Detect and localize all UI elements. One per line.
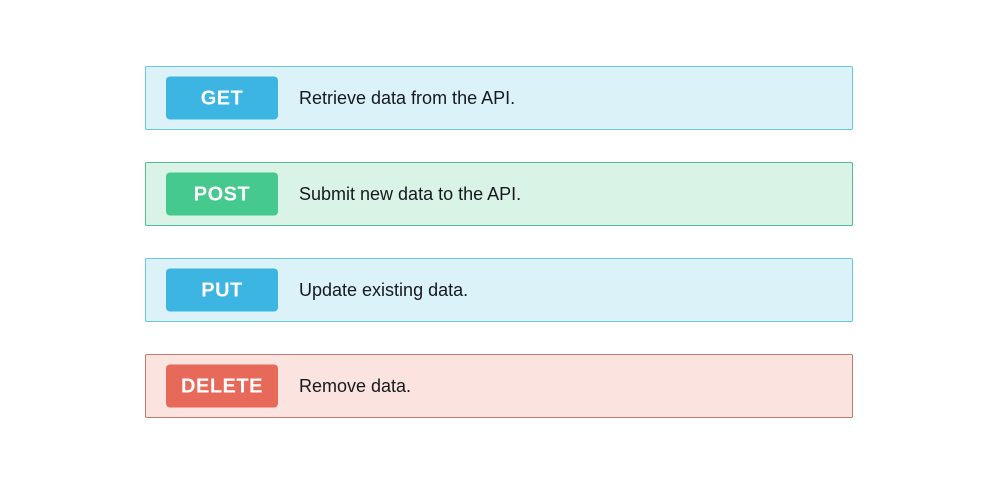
method-description-delete: Remove data. bbox=[299, 376, 412, 396]
method-badge-get: GET bbox=[166, 76, 278, 120]
method-badge-delete: DELETE bbox=[166, 364, 278, 408]
method-row-put: PUT Update existing data. bbox=[145, 258, 853, 322]
method-row-post: POST Submit new data to the API. bbox=[145, 162, 853, 226]
method-row-delete: DELETE Remove data. bbox=[145, 354, 853, 418]
method-description-post: Submit new data to the API. bbox=[299, 184, 522, 204]
method-row-get: GET Retrieve data from the API. bbox=[145, 66, 853, 130]
method-badge-post: POST bbox=[166, 172, 278, 216]
method-description-get: Retrieve data from the API. bbox=[299, 88, 516, 108]
method-badge-put: PUT bbox=[166, 268, 278, 312]
method-description-put: Update existing data. bbox=[299, 280, 469, 300]
